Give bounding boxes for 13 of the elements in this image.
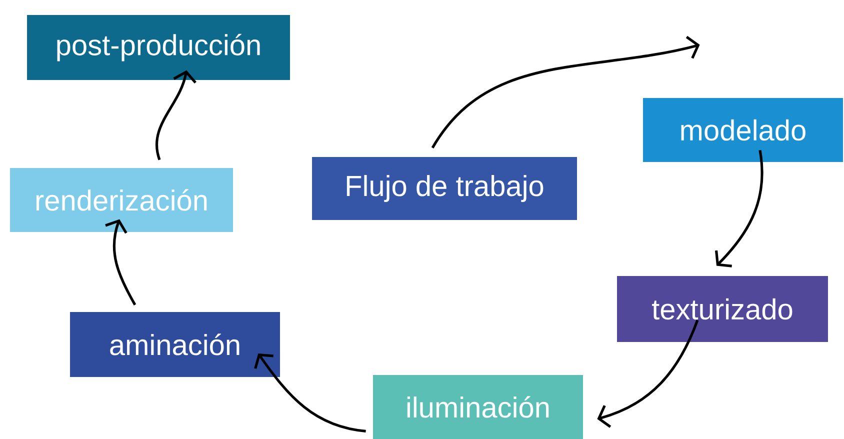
process-box: modelado bbox=[643, 98, 843, 162]
curved-arrow bbox=[714, 150, 764, 268]
curved-arrow bbox=[155, 70, 196, 160]
process-box: aminación bbox=[70, 312, 280, 377]
curved-arrow bbox=[105, 219, 136, 306]
curved-arrow bbox=[254, 354, 366, 432]
curved-arrow bbox=[597, 320, 699, 428]
process-box: post-producción bbox=[27, 15, 290, 80]
process-box: iluminación bbox=[373, 375, 583, 439]
process-box: texturizado bbox=[617, 276, 828, 342]
process-box: renderización bbox=[10, 168, 233, 232]
curved-arrow bbox=[431, 36, 700, 149]
process-box: Flujo de trabajo bbox=[312, 157, 577, 220]
